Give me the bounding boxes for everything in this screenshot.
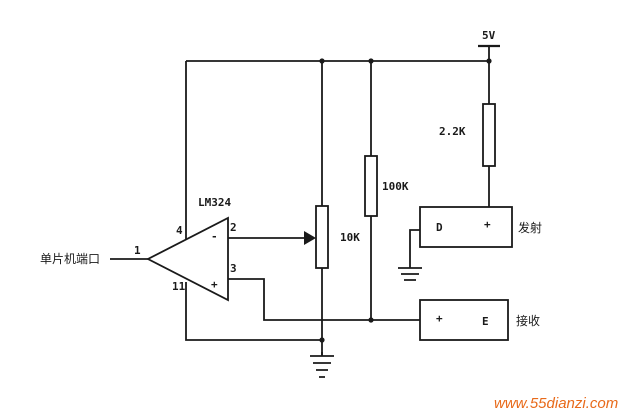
pin-11-label: 11 [172, 280, 186, 293]
emitter-right-terminal: + [484, 218, 491, 231]
mcu-port-label: 单片机端口 [40, 252, 100, 266]
pot-label: 10K [340, 231, 360, 244]
ground-symbol [310, 355, 334, 378]
ground-icon [398, 267, 422, 281]
pin-1-label: 1 [134, 244, 141, 257]
opamp-plus-sign: + [211, 278, 218, 291]
receiver-box [419, 299, 509, 341]
emitter-label: 发射 [518, 220, 542, 235]
opamp-label: LM324 [198, 196, 231, 209]
pin-4-label: 4 [176, 224, 183, 237]
pin11-wire [185, 282, 322, 341]
wiper-arrow [304, 231, 316, 245]
junction-dot [368, 317, 374, 323]
emitter-ground-wire [409, 229, 420, 268]
pin-2-label: 2 [230, 221, 237, 234]
opamp-minus-sign: - [211, 230, 218, 243]
emitter-box [419, 206, 513, 248]
supply-resistor [482, 103, 496, 167]
supply-label: 5V [482, 29, 496, 42]
receiver-left-terminal: + [436, 312, 443, 325]
emitter-left-terminal: D [436, 221, 443, 234]
pin-3-label: 3 [230, 262, 237, 275]
opamp-symbol [146, 216, 229, 302]
potentiometer [315, 205, 329, 269]
divider-resistor-label: 100K [382, 180, 409, 193]
receiver-right-terminal: E [482, 315, 489, 328]
supply-resistor-label: 2.2K [439, 125, 466, 138]
pin3-wire [228, 278, 420, 321]
junction-dot [319, 337, 325, 343]
divider-resistor [364, 155, 378, 217]
watermark: www.55dianzi.com [494, 395, 618, 412]
receiver-label: 接收 [516, 313, 540, 328]
